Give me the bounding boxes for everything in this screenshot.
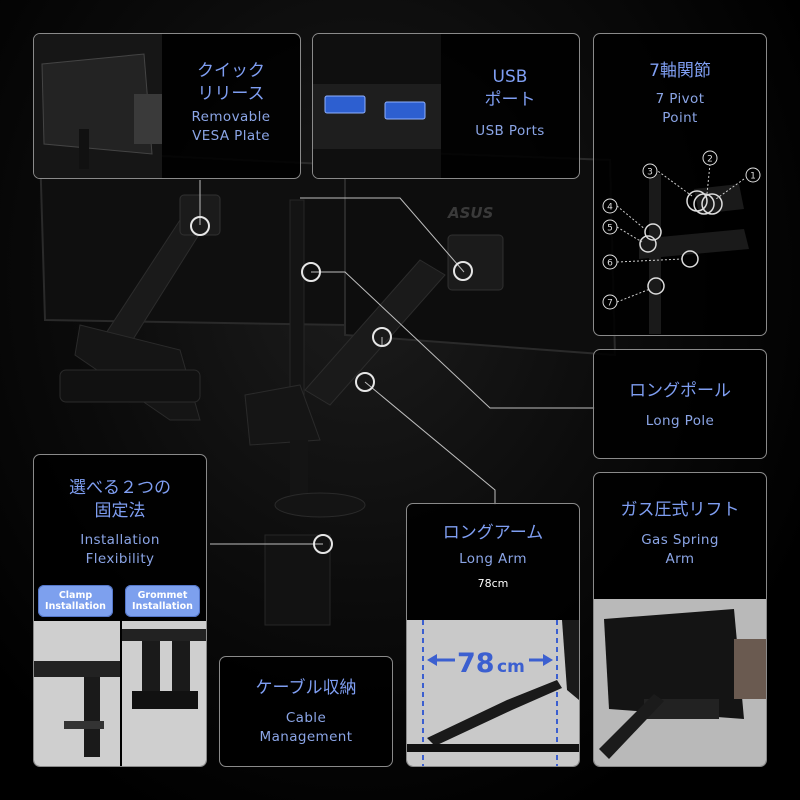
panel-quick-release: クイック リリース Removable VESA Plate (33, 33, 301, 179)
long-arm-title-en: Long Arm (459, 551, 527, 567)
pivot-label-5: 5 (607, 224, 613, 234)
quick-release-title-en: Removable VESA Plate (191, 109, 271, 144)
grommet-installation-photo (122, 621, 206, 766)
long-arm-title-jp: ロングアーム (442, 523, 544, 543)
panel-gas-spring: ガス圧式リフト Gas Spring Arm (593, 472, 767, 767)
pivot-title-jp: 7軸関節 (649, 61, 711, 81)
quick-release-photo (34, 34, 162, 178)
usb-title-jp: USB ポート (484, 67, 536, 110)
quick-release-title-jp: クイック リリース (197, 61, 265, 104)
panel-installation: 選べる２つの 固定法 Installation Flexibility Clam… (33, 454, 207, 767)
long-arm-length-small: 78cm (477, 577, 509, 590)
installation-title-en: Installation Flexibility (80, 532, 160, 567)
cable-title-jp: ケーブル収納 (255, 678, 357, 698)
panel-long-pole: ロングポール Long Pole (593, 349, 767, 459)
brand-logo: ASUS (447, 204, 493, 222)
long-arm-length-unit: cm (497, 657, 525, 677)
long-pole-title-jp: ロングポール (629, 381, 731, 401)
pivot-label-7: 7 (607, 299, 613, 309)
clamp-installation-badge: Clamp Installation (38, 585, 113, 617)
cable-title-en: Cable Management (259, 710, 353, 745)
gas-spring-title-jp: ガス圧式リフト (620, 500, 740, 520)
panel-usb-ports: USB ポート USB Ports (312, 33, 580, 179)
long-arm-photo: 78 cm (407, 620, 579, 766)
long-pole-title-en: Long Pole (645, 413, 715, 429)
pivot-label-6: 6 (607, 259, 613, 269)
pivot-title-en: 7 Pivot Point (655, 91, 705, 126)
pivot-label-3: 3 (647, 168, 653, 178)
installation-title-jp: 選べる２つの 固定法 (69, 478, 171, 521)
pivot-label-2: 2 (707, 155, 713, 165)
clamp-installation-photo (34, 621, 120, 766)
long-arm-length-big: 78 (457, 648, 495, 679)
grommet-installation-badge: Grommet Installation (125, 585, 200, 617)
gas-spring-photo (594, 599, 766, 766)
panel-cable-management: ケーブル収納 Cable Management (219, 656, 393, 767)
pivot-label-4: 4 (607, 203, 613, 213)
panel-7-pivot: 7軸関節 7 Pivot Point (593, 33, 767, 336)
usb-ports-photo (313, 34, 441, 178)
pivot-label-1: 1 (750, 172, 756, 182)
gas-spring-title-en: Gas Spring Arm (641, 532, 719, 567)
panel-long-arm: ロングアーム Long Arm 78cm 78 cm (406, 503, 580, 767)
usb-title-en: USB Ports (475, 123, 545, 139)
